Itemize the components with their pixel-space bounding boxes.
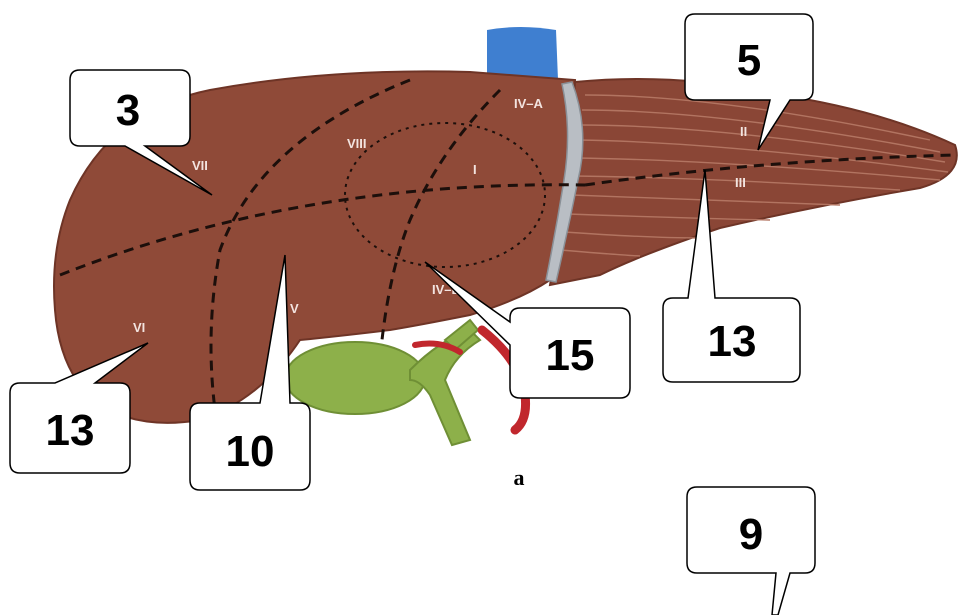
segment-label-i: I bbox=[473, 162, 477, 177]
callout-5-label: 5 bbox=[737, 36, 761, 85]
callout-9-label: 9 bbox=[739, 510, 763, 559]
segment-label-vii: VII bbox=[192, 158, 208, 173]
segment-label-iva: IV–A bbox=[514, 96, 544, 111]
callout-13-right-label: 13 bbox=[708, 317, 757, 366]
segment-label-viii: VIII bbox=[347, 136, 367, 151]
callout-13-left-label: 13 bbox=[46, 406, 95, 455]
vena-cava bbox=[487, 27, 558, 80]
callout-9: 9 bbox=[687, 487, 815, 615]
callout-3-label: 3 bbox=[116, 86, 140, 135]
segment-label-iii: III bbox=[735, 175, 746, 190]
segment-label-vi: VI bbox=[133, 320, 145, 335]
callout-15-label: 15 bbox=[546, 331, 595, 380]
callout-10-label: 10 bbox=[226, 427, 275, 476]
segment-label-v: V bbox=[290, 301, 299, 316]
segment-label-ii: II bbox=[740, 124, 747, 139]
panel-caption: a bbox=[514, 465, 525, 490]
